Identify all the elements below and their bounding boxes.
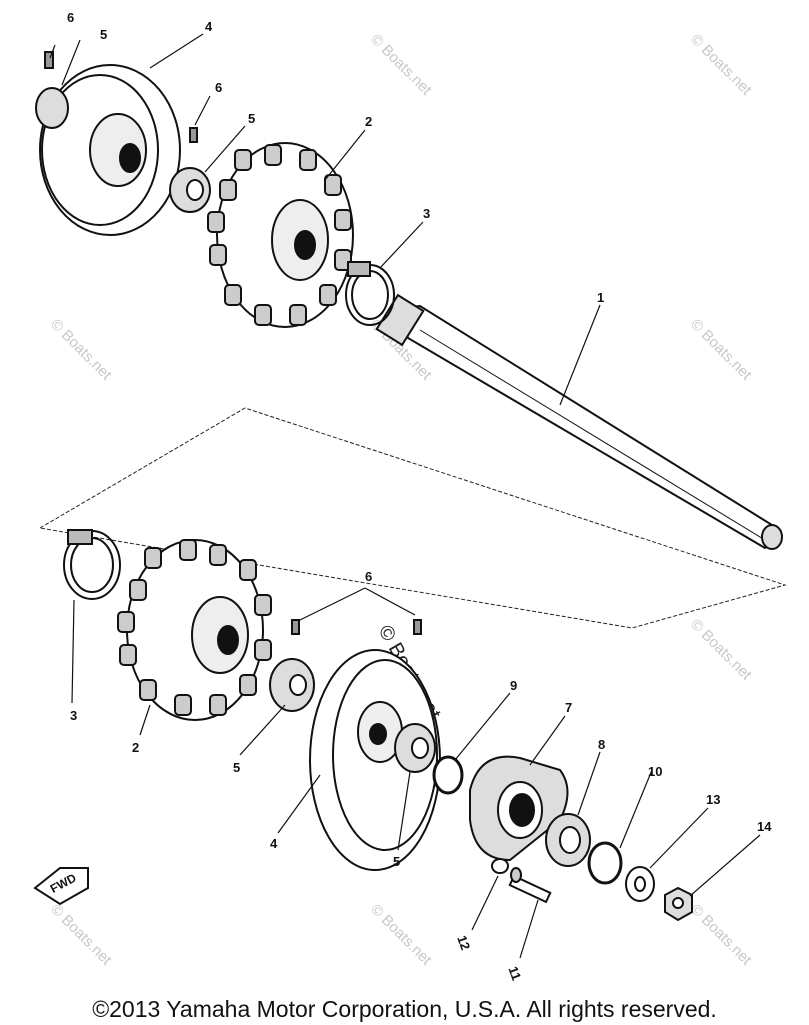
callout-number: 4: [205, 19, 213, 34]
upper-sprocket: [207, 142, 354, 328]
assembly-boundary: [39, 407, 787, 629]
ball-bearing: [545, 813, 591, 867]
circlip: [587, 841, 623, 885]
watermark: © Boats.net: [687, 316, 755, 384]
watermark: © Boats.net: [687, 31, 755, 99]
watermark: © Boats.net: [47, 901, 115, 969]
hex-nut: [664, 886, 693, 922]
callout-number: 7: [565, 700, 572, 715]
callout-number: 5: [100, 27, 107, 42]
callout-number: 9: [510, 678, 517, 693]
spring-washer: [491, 858, 509, 874]
watermark: © Boats.net: [687, 616, 755, 684]
watermark: © Boats.net: [367, 901, 435, 969]
forward-arrow-icon: FWD: [33, 867, 89, 906]
drive-shaft: [375, 293, 783, 550]
callout-number: 12: [454, 933, 473, 952]
callout-number: 5: [233, 760, 240, 775]
lower-collar-left: [269, 619, 315, 712]
upper-clamp: [345, 261, 395, 326]
callout-number: 11: [505, 964, 524, 982]
washer: [625, 866, 655, 902]
callout-number: 3: [423, 206, 430, 221]
callout-number: 13: [706, 792, 720, 807]
lower-idler-wheel: [309, 649, 441, 871]
callout-number: 2: [132, 740, 139, 755]
leader-lines: [49, 33, 761, 959]
copyright-notice: ©2013 Yamaha Motor Corporation, U.S.A. A…: [92, 996, 717, 1022]
lower-sprocket: [117, 539, 272, 721]
callout-number: 10: [648, 764, 662, 779]
callout-number: 14: [757, 819, 772, 834]
callout-number: 5: [248, 111, 255, 126]
callout-number: 5: [393, 854, 400, 869]
bearing-housing: [469, 755, 569, 862]
upper-idler-wheel: [35, 51, 181, 236]
callout-number: 1: [597, 290, 604, 305]
callout-number: 6: [67, 10, 74, 25]
callout-number: 6: [365, 569, 372, 584]
spacer-ring: [432, 755, 464, 795]
bolt: [508, 867, 552, 904]
callout-number: 8: [598, 737, 605, 752]
watermark: © Boats.net: [367, 31, 435, 99]
lower-clamp: [63, 529, 121, 600]
callout-labels: 6 5 4 6 5 2 3 1 6 3 2 5 4 5 9 7 8 10 13 …: [67, 10, 772, 982]
watermark: © Boats.net: [47, 316, 115, 384]
callout-number: 6: [215, 80, 222, 95]
callout-number: 2: [365, 114, 372, 129]
upper-collar: [169, 127, 211, 213]
callout-number: 3: [70, 708, 77, 723]
watermark: © Boats.net: [687, 901, 755, 969]
lower-collar-right: [394, 619, 436, 773]
callout-number: 4: [270, 836, 278, 851]
